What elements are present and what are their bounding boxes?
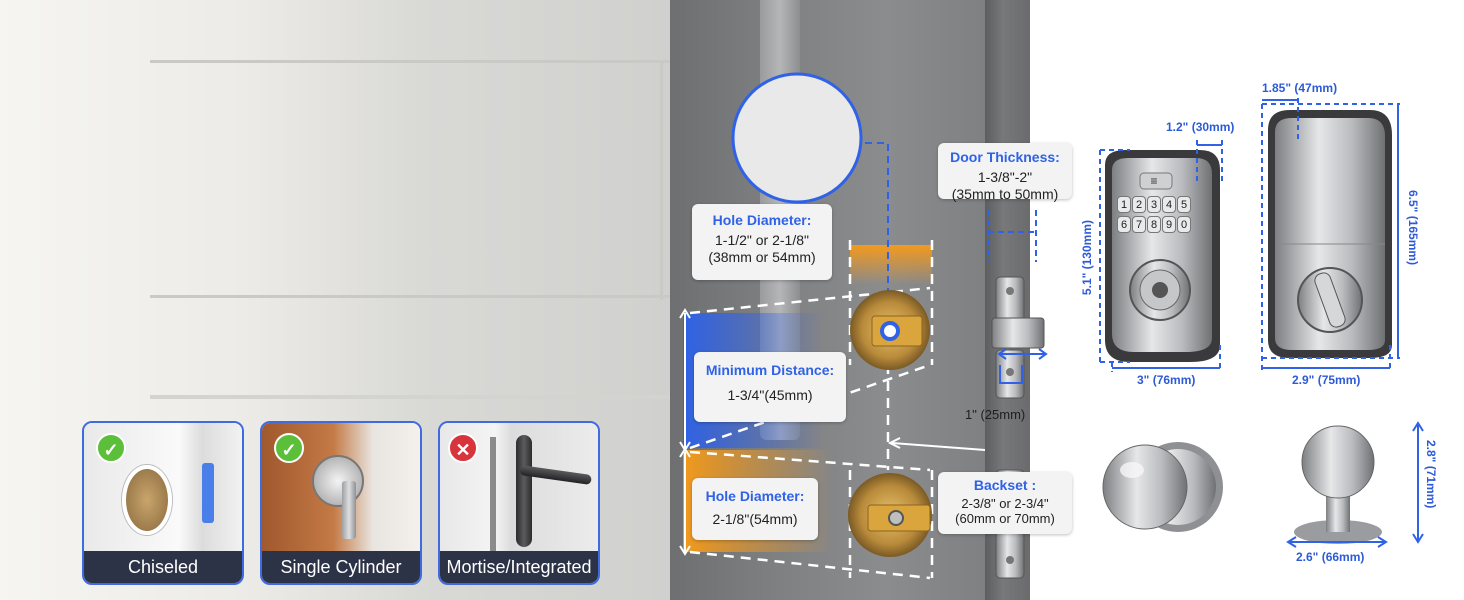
minimum-distance-value: 1-3/4"(45mm) (727, 387, 813, 403)
back-depth-dimension: 1.85" (47mm) (1262, 81, 1338, 95)
keypad-key: 0 (1177, 216, 1191, 233)
keypad-key: 9 (1162, 216, 1176, 233)
door-thickness-title: Door Thickness: (950, 149, 1060, 165)
interior-lock-back (1268, 110, 1392, 358)
latch-bolt (991, 317, 1045, 349)
door-type-card-single-cylinder: ✓ Single Cylinder (260, 421, 422, 585)
cross-icon: ✕ (448, 433, 478, 463)
check-icon: ✓ (274, 433, 304, 463)
strike-plate-upper (995, 276, 1025, 322)
front-width-dimension: 3" (76mm) (1137, 373, 1196, 387)
front-depth-dimension: 1.2" (30mm) (1166, 120, 1235, 134)
backset-metric: (60mm or 70mm) (955, 511, 1055, 526)
door-thickness-metric: (35mm to 50mm) (951, 186, 1059, 202)
front-height-dimension: 5.1" (130mm) (1080, 220, 1094, 296)
keypad-key: 5 (1177, 196, 1191, 213)
door-type-card-chiseled: ✓ Chiseled (82, 421, 244, 585)
keypad-key: 2 (1132, 196, 1146, 213)
keypad-key: 7 (1132, 216, 1146, 233)
minimum-distance-title: Minimum Distance: (705, 362, 835, 378)
hole-diameter-top-value: 1-1/2" or 2-1/8" (715, 232, 809, 248)
panel-molding-side (660, 60, 663, 300)
door-type-label: Mortise/Integrated (440, 551, 598, 583)
door-type-label: Single Cylinder (262, 551, 420, 583)
keypad-key: 4 (1162, 196, 1176, 213)
panel-molding-mid (150, 295, 680, 298)
single-cylinder-image (262, 423, 420, 553)
door-thickness-value: 1-3/8"-2" (977, 169, 1033, 185)
panel-molding-lower (150, 395, 680, 399)
keypad-key: 3 (1147, 196, 1161, 213)
keypad-key: 6 (1117, 216, 1131, 233)
upper-hole-band (850, 245, 932, 285)
backset-callout: Backset : 2-3/8" or 2-3/4" (60mm or 70mm… (938, 472, 1072, 534)
hole-diameter-top-callout: Hole Diameter: 1-1/2" or 2-1/8" (38mm or… (692, 204, 832, 280)
knob-side (1294, 425, 1382, 544)
hole-diameter-bottom-callout: Hole Diameter: 2-1/8"(54mm) (692, 478, 818, 540)
keypad-key: 8 (1147, 216, 1161, 233)
check-icon: ✓ (96, 433, 126, 463)
hole-diameter-bottom-value: 2-1/8"(54mm) (712, 511, 798, 527)
panel-molding-top (150, 60, 680, 63)
back-height-dimension: 6.5" (165mm) (1406, 190, 1420, 266)
knob-width-dimension: 2.6" (66mm) (1296, 550, 1365, 564)
backset-value: 2-3/8" or 2-3/4" (961, 496, 1049, 511)
door-thickness-callout: Door Thickness: 1-3/8"-2" (35mm to 50mm) (938, 143, 1072, 202)
latch-size-label: 1" (25mm) (965, 407, 1026, 422)
hole-diameter-bottom-title: Hole Diameter: (705, 488, 805, 504)
hole-diameter-top-title: Hole Diameter: (712, 212, 812, 228)
backset-title: Backset : (973, 477, 1037, 493)
minimum-distance-callout: Minimum Distance: 1-3/4"(45mm) (694, 352, 846, 422)
knob-angled (1102, 442, 1223, 532)
latch-zoom-circle (731, 72, 863, 204)
keypad-key: 1 (1117, 196, 1131, 213)
door-type-card-mortise: ✕ Mortise/Integrated (438, 421, 600, 585)
knob-height-dimension: 2.8" (71mm) (1424, 440, 1438, 509)
door-type-label: Chiseled (84, 551, 242, 583)
menu-key-icon: ≡ (1150, 174, 1158, 188)
chiseled-door-image (84, 423, 242, 553)
hole-diameter-top-metric: (38mm or 54mm) (708, 249, 816, 265)
back-width-dimension: 2.9" (75mm) (1292, 373, 1361, 387)
